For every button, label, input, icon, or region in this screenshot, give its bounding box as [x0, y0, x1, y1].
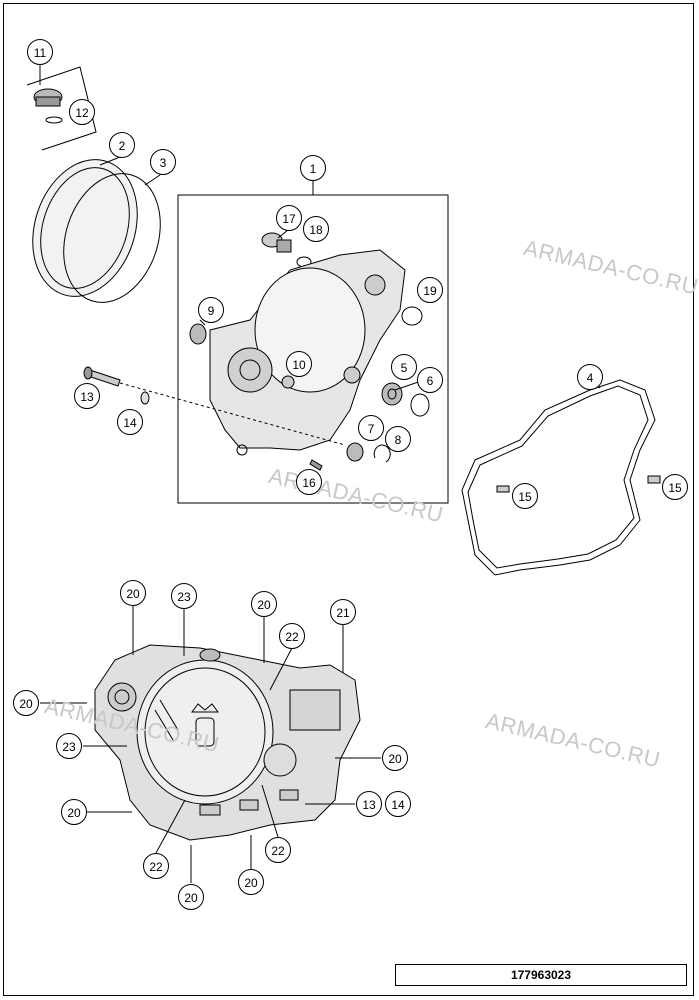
callout-7: 7	[358, 415, 384, 441]
callout-8: 8	[385, 426, 411, 452]
callout-5: 5	[391, 354, 417, 380]
clutch-outer-cover-shape	[32, 159, 138, 297]
callout-23-top: 23	[171, 583, 197, 609]
callout-22-top: 22	[279, 623, 305, 649]
callout-18: 18	[303, 216, 329, 242]
callout-20-top-left: 20	[120, 580, 146, 606]
callout-16: 16	[296, 469, 322, 495]
inner-cover-gasket-shape	[461, 379, 656, 576]
callout-1: 1	[300, 155, 326, 181]
callout-22-lower-right: 22	[265, 837, 291, 863]
callout-17: 17	[276, 205, 302, 231]
callout-12: 12	[69, 99, 95, 125]
diagram-part-number: 177963023	[395, 964, 687, 986]
callout-20-bottom-right: 20	[238, 869, 264, 895]
callout-11: 11	[27, 39, 53, 65]
callout-20-left: 20	[13, 690, 39, 716]
callout-20-lower-left: 20	[61, 799, 87, 825]
callout-13: 13	[74, 383, 100, 409]
callout-23-left: 23	[56, 733, 82, 759]
callout-6: 6	[417, 367, 443, 393]
callout-22-lower-left: 22	[143, 853, 169, 879]
callout-20-top: 20	[251, 591, 277, 617]
callout-14-lower: 14	[385, 791, 411, 817]
callout-4: 4	[577, 364, 603, 390]
callout-15-left: 15	[512, 483, 538, 509]
callout-21: 21	[330, 599, 356, 625]
callout-20-bottom: 20	[178, 884, 204, 910]
callout-3: 3	[150, 149, 176, 175]
cover-gasket-shape	[63, 173, 161, 303]
callout-2: 2	[109, 132, 135, 158]
callout-10: 10	[286, 351, 312, 377]
callout-19: 19	[417, 277, 443, 303]
callout-9: 9	[198, 297, 224, 323]
callout-15-right: 15	[662, 474, 688, 500]
callout-14: 14	[117, 409, 143, 435]
callout-20-right: 20	[382, 745, 408, 771]
callout-13-lower: 13	[356, 791, 382, 817]
diagram-frame	[3, 3, 694, 996]
